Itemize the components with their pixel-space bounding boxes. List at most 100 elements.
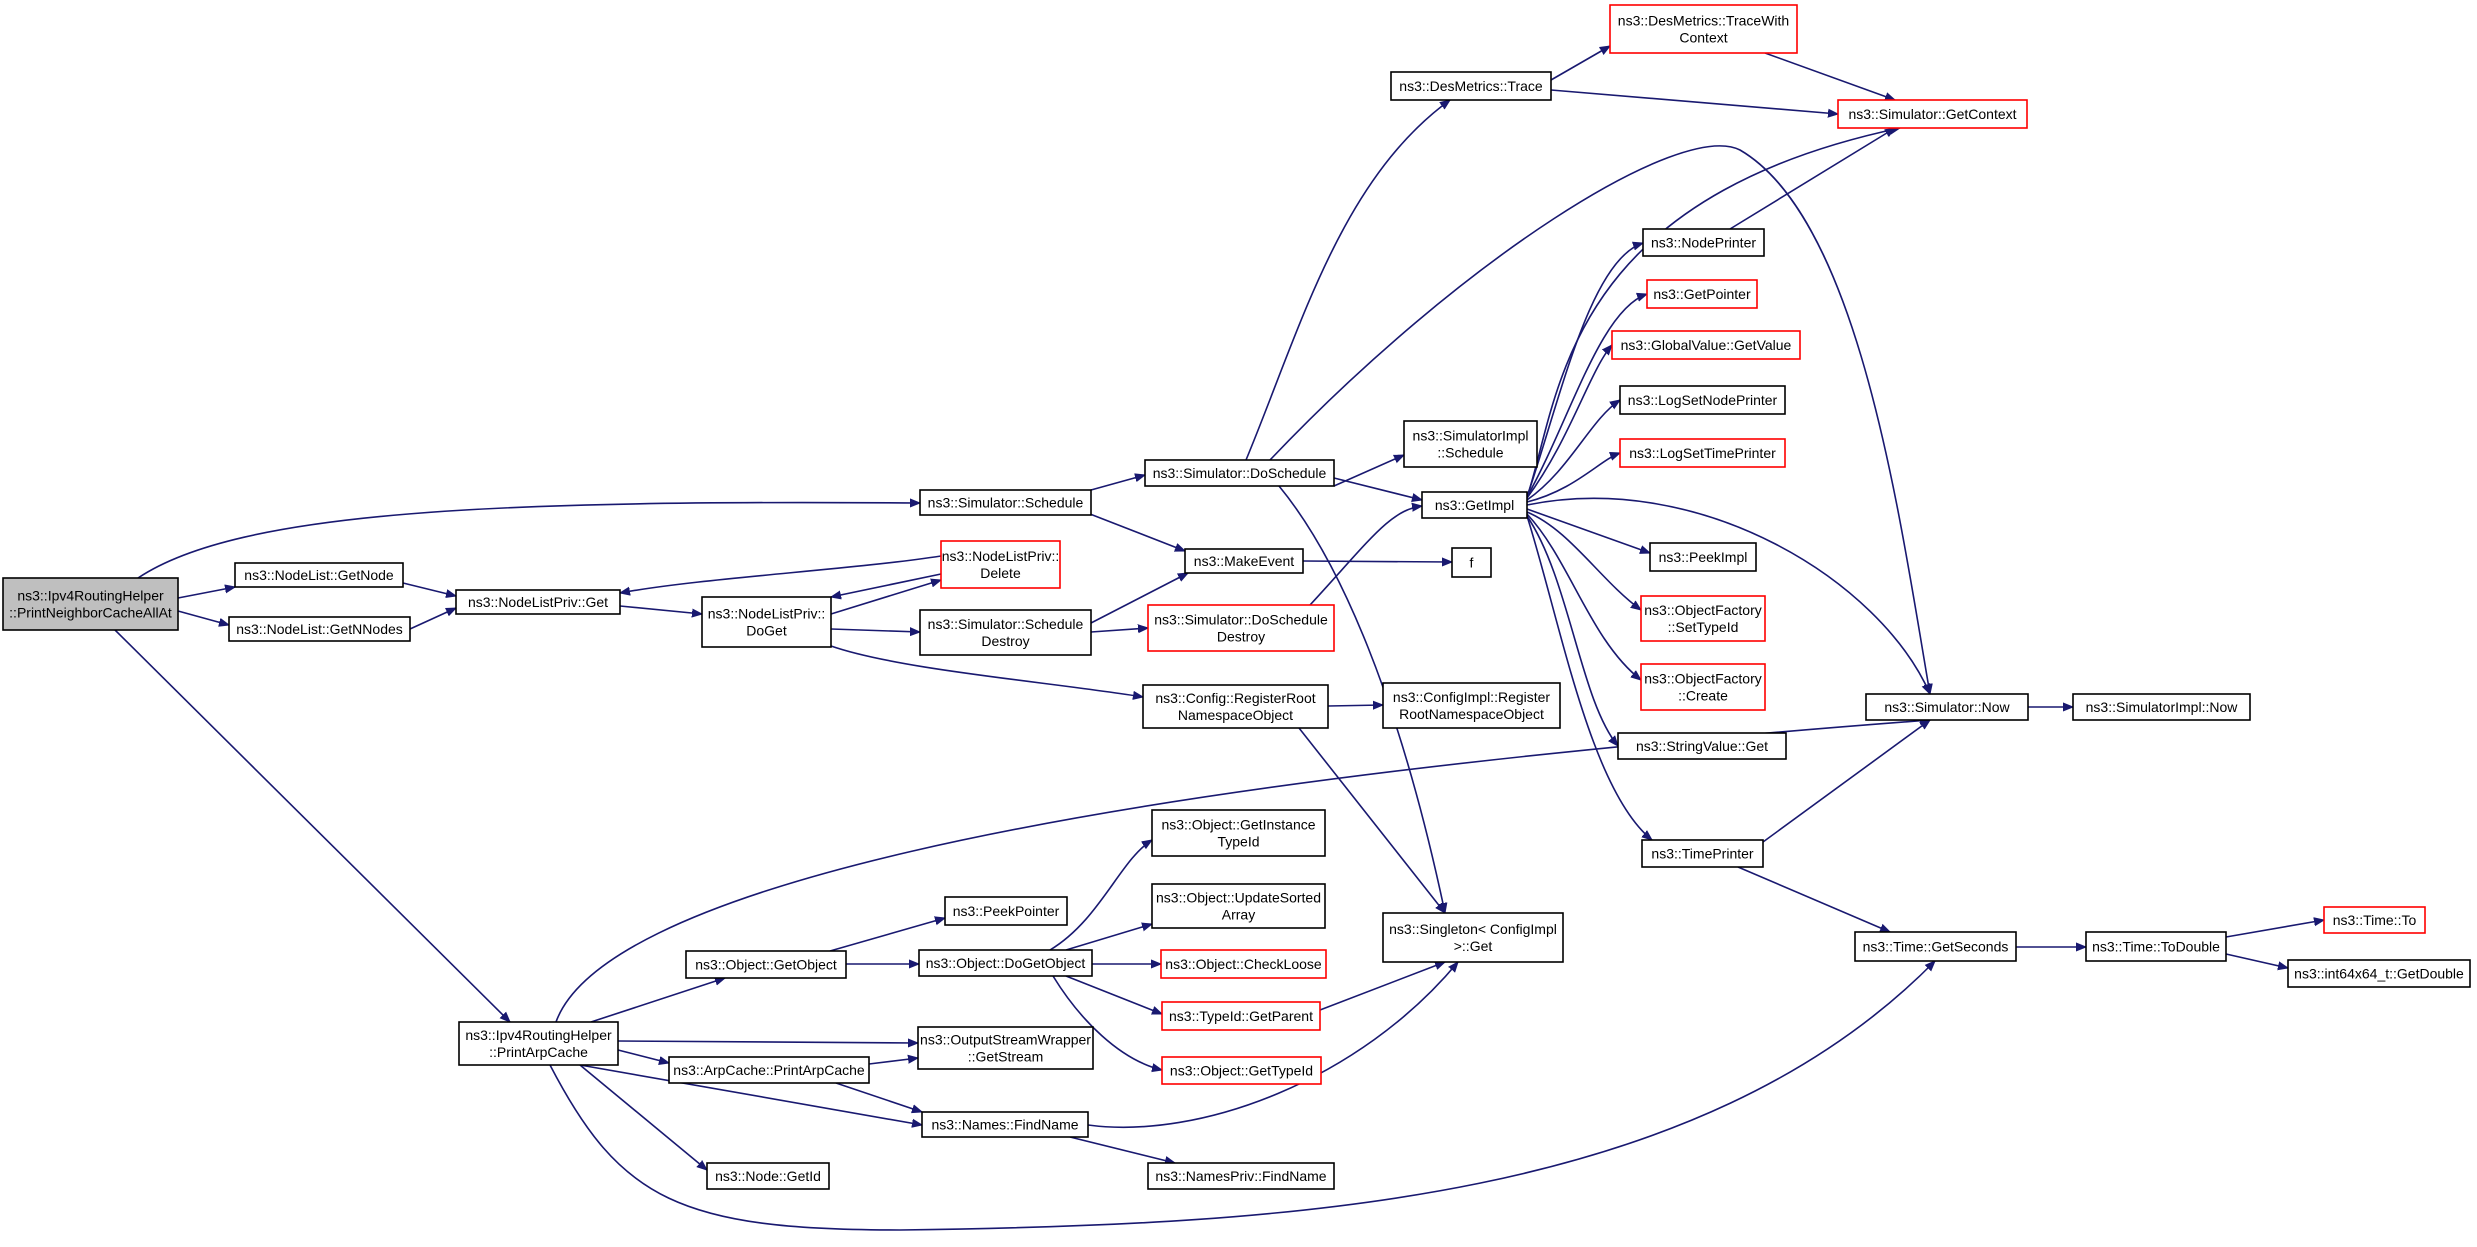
call-edge [1245,100,1450,461]
call-edge [835,1082,922,1112]
call-edge [1090,572,1188,624]
graph-node-simdoschedule[interactable]: ns3::Simulator::DoSchedule [1144,459,1335,487]
node-box [1382,912,1564,963]
graph-node-simimplnow[interactable]: ns3::SimulatorImpl::Now [2072,693,2251,721]
call-edge [1065,975,1162,1015]
graph-node-makeevent[interactable]: ns3::MakeEvent [1184,548,1304,574]
node-box [1151,809,1326,857]
node-box [1451,547,1492,578]
graph-node-desmtrace[interactable]: ns3::DesMetrics::Trace [1390,71,1552,101]
node-label: ns3::Object::DoGetObject [926,955,1086,971]
graph-node-int64getdouble[interactable]: ns3::int64x64_t::GetDouble [2287,959,2471,988]
graph-node-simschedule[interactable]: ns3::Simulator::Schedule [919,489,1092,516]
graph-node-printarp[interactable]: ns3::Ipv4RoutingHelper::PrintArpCache [458,1021,619,1066]
node-box [1147,1162,1335,1190]
graph-node-strvalget[interactable]: ns3::StringValue::Get [1617,732,1787,760]
graph-node-getnnodes[interactable]: ns3::NodeList::GetNNodes [228,616,411,642]
graph-node-root[interactable]: ns3::Ipv4RoutingHelper::PrintNeighborCac… [2,577,179,631]
node-box [1837,99,2028,129]
graph-node-nodeprinter[interactable]: ns3::NodePrinter [1642,228,1765,257]
graph-node-nlpget[interactable]: ns3::NodeListPriv::Get [455,589,621,615]
graph-node-arpprint[interactable]: ns3::ArpCache::PrintArpCache [668,1056,870,1084]
call-edge [590,978,725,1023]
graph-node-timetodouble[interactable]: ns3::Time::ToDouble [2085,931,2227,962]
graph-node-peekpointer[interactable]: ns3::PeekPointer [944,896,1068,926]
graph-node-objdogetobject[interactable]: ns3::Object::DoGetObject [918,949,1093,977]
graph-node-objgetobject[interactable]: ns3::Object::GetObject [685,950,847,979]
graph-node-objcheckloose[interactable]: ns3::Object::CheckLoose [1160,949,1327,979]
call-edge [114,629,510,1022]
graph-node-timeprinter[interactable]: ns3::TimePrinter [1641,839,1764,868]
node-box [1640,595,1766,642]
call-edge [830,580,941,615]
node-label: ns3::Simulator::Schedule [928,495,1084,511]
call-edge [1069,1136,1175,1163]
graph-node-namesfind[interactable]: ns3::Names::FindName [921,1111,1089,1138]
node-label: ns3::Simulator::GetContext [1848,106,2016,122]
graph-node-timeto[interactable]: ns3::Time::To [2323,906,2426,934]
node-label: ns3::MakeEvent [1194,553,1294,569]
call-edge [177,587,235,599]
call-edge [1526,497,1931,694]
node-label: ns3::SimulatorImpl [1413,428,1529,444]
call-edge [1526,453,1620,503]
graph-node-timegetseconds[interactable]: ns3::Time::GetSeconds [1854,931,2017,962]
graph-node-peekimpl[interactable]: ns3::PeekImpl [1649,542,1757,572]
node-label: >::Get [1454,938,1493,954]
call-edge [1526,128,1900,498]
node-label: ns3::ConfigImpl::Register [1393,689,1551,705]
graph-node-ofcreate[interactable]: ns3::ObjectFactory::Create [1640,663,1766,711]
call-edge [137,503,920,579]
call-edge [177,610,229,625]
graph-node-typeidgetparent[interactable]: ns3::TypeId::GetParent [1161,1001,1321,1031]
graph-node-getpointer[interactable]: ns3::GetPointer [1646,279,1758,309]
node-box [1611,330,1801,360]
node-box [917,1026,1094,1070]
graph-node-singleton[interactable]: ns3::Singleton< ConfigImpl >::Get [1382,912,1564,963]
graph-node-cfgimplregister[interactable]: ns3::ConfigImpl::RegisterRootNamespaceOb… [1382,682,1561,729]
graph-node-namesprivfind[interactable]: ns3::NamesPriv::FindName [1147,1162,1335,1190]
graph-node-gvgetvalue[interactable]: ns3::GlobalValue::GetValue [1611,330,1801,360]
node-label: ns3::LogSetTimePrinter [1629,445,1776,461]
node-label: DoGet [746,623,787,639]
graph-node-nlpdoget[interactable]: ns3::NodeListPriv::DoGet [701,596,832,648]
call-edge [1526,515,1652,840]
call-edge [1298,727,1445,913]
graph-node-nodegetid[interactable]: ns3::Node::GetId [706,1162,830,1190]
node-label: ns3::StringValue::Get [1636,738,1768,754]
graph-node-ofsettypeid[interactable]: ns3::ObjectFactory::SetTypeId [1640,595,1766,642]
call-edge [1327,705,1383,706]
graph-node-f[interactable]: f [1451,547,1492,578]
graph-node-nlpdelete[interactable]: ns3::NodeListPriv::Delete [940,540,1061,589]
node-label: ns3::Object::UpdateSorted [1156,890,1321,906]
graph-node-simimplsched[interactable]: ns3::SimulatorImpl::Schedule [1403,420,1538,468]
node-label: ns3::Node::GetId [715,1168,821,1184]
node-box [1160,949,1327,979]
node-box [1147,604,1335,652]
graph-node-getimpl[interactable]: ns3::GetImpl [1421,491,1528,519]
graph-node-logsetnodeprinter[interactable]: ns3::LogSetNodePrinter [1619,385,1786,415]
node-box [918,949,1093,977]
node-box [1184,548,1304,574]
node-label: ns3::TypeId::GetParent [1169,1008,1313,1024]
graph-node-osgetstream[interactable]: ns3::OutputStreamWrapper::GetStream [917,1026,1094,1070]
graph-node-getnode[interactable]: ns3::NodeList::GetNode [234,562,404,588]
graph-node-objgettypeid[interactable]: ns3::Object::GetTypeId [1161,1056,1322,1085]
node-label: ns3::Config::RegisterRoot [1155,690,1315,706]
node-box [1619,385,1786,415]
node-label: ns3::GetImpl [1435,497,1514,513]
graph-node-logsettimeprinter[interactable]: ns3::LogSetTimePrinter [1619,438,1786,468]
graph-node-simnow[interactable]: ns3::Simulator::Now [1865,693,2029,721]
graph-node-simgetcontext[interactable]: ns3::Simulator::GetContext [1837,99,2028,129]
call-edge [1762,720,1930,843]
node-label: Delete [980,565,1021,581]
node-box [234,562,404,588]
node-box [2323,906,2426,934]
